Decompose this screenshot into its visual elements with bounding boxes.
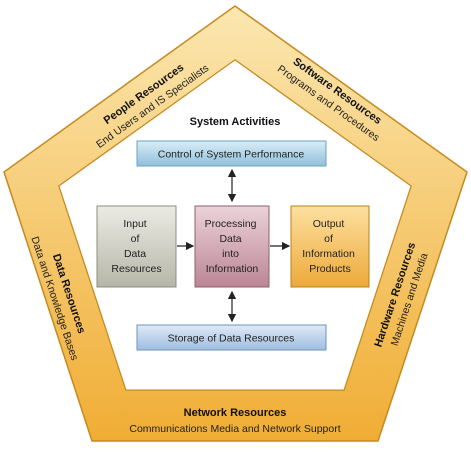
processing-box-label: Processing Data into Information	[205, 218, 260, 275]
output-box	[290, 205, 370, 288]
input-box	[96, 205, 177, 288]
processing-line-4: Information	[206, 263, 259, 275]
input-box-label: Input of Data Resources	[111, 218, 161, 275]
network-resources-title: Network Resources	[184, 407, 287, 419]
storage-box	[136, 324, 327, 351]
control-box-label: Control of System Performance	[158, 149, 305, 161]
storage-box-label: Storage of Data Resources	[168, 333, 295, 345]
output-line-2: of	[324, 233, 333, 245]
processing-line-1: Processing	[205, 218, 257, 230]
processing-box	[194, 205, 270, 288]
center-title: System Activities	[190, 116, 281, 128]
input-line-4: Resources	[111, 263, 161, 275]
network-resources-label: Network Resources Communications Media a…	[129, 407, 340, 435]
output-line-4: Products	[309, 263, 350, 275]
input-line-1: Input	[123, 218, 146, 230]
processing-line-2: Data	[219, 233, 241, 245]
output-line-1: Output	[313, 218, 345, 230]
input-line-2: of	[131, 233, 140, 245]
output-line-3: Information	[302, 248, 355, 260]
output-box-label: Output of Information Products	[302, 218, 357, 275]
control-box	[136, 140, 327, 167]
processing-line-3: into	[222, 248, 239, 260]
input-line-3: Data	[124, 248, 146, 260]
network-resources-subtitle: Communications Media and Network Support	[129, 423, 340, 435]
